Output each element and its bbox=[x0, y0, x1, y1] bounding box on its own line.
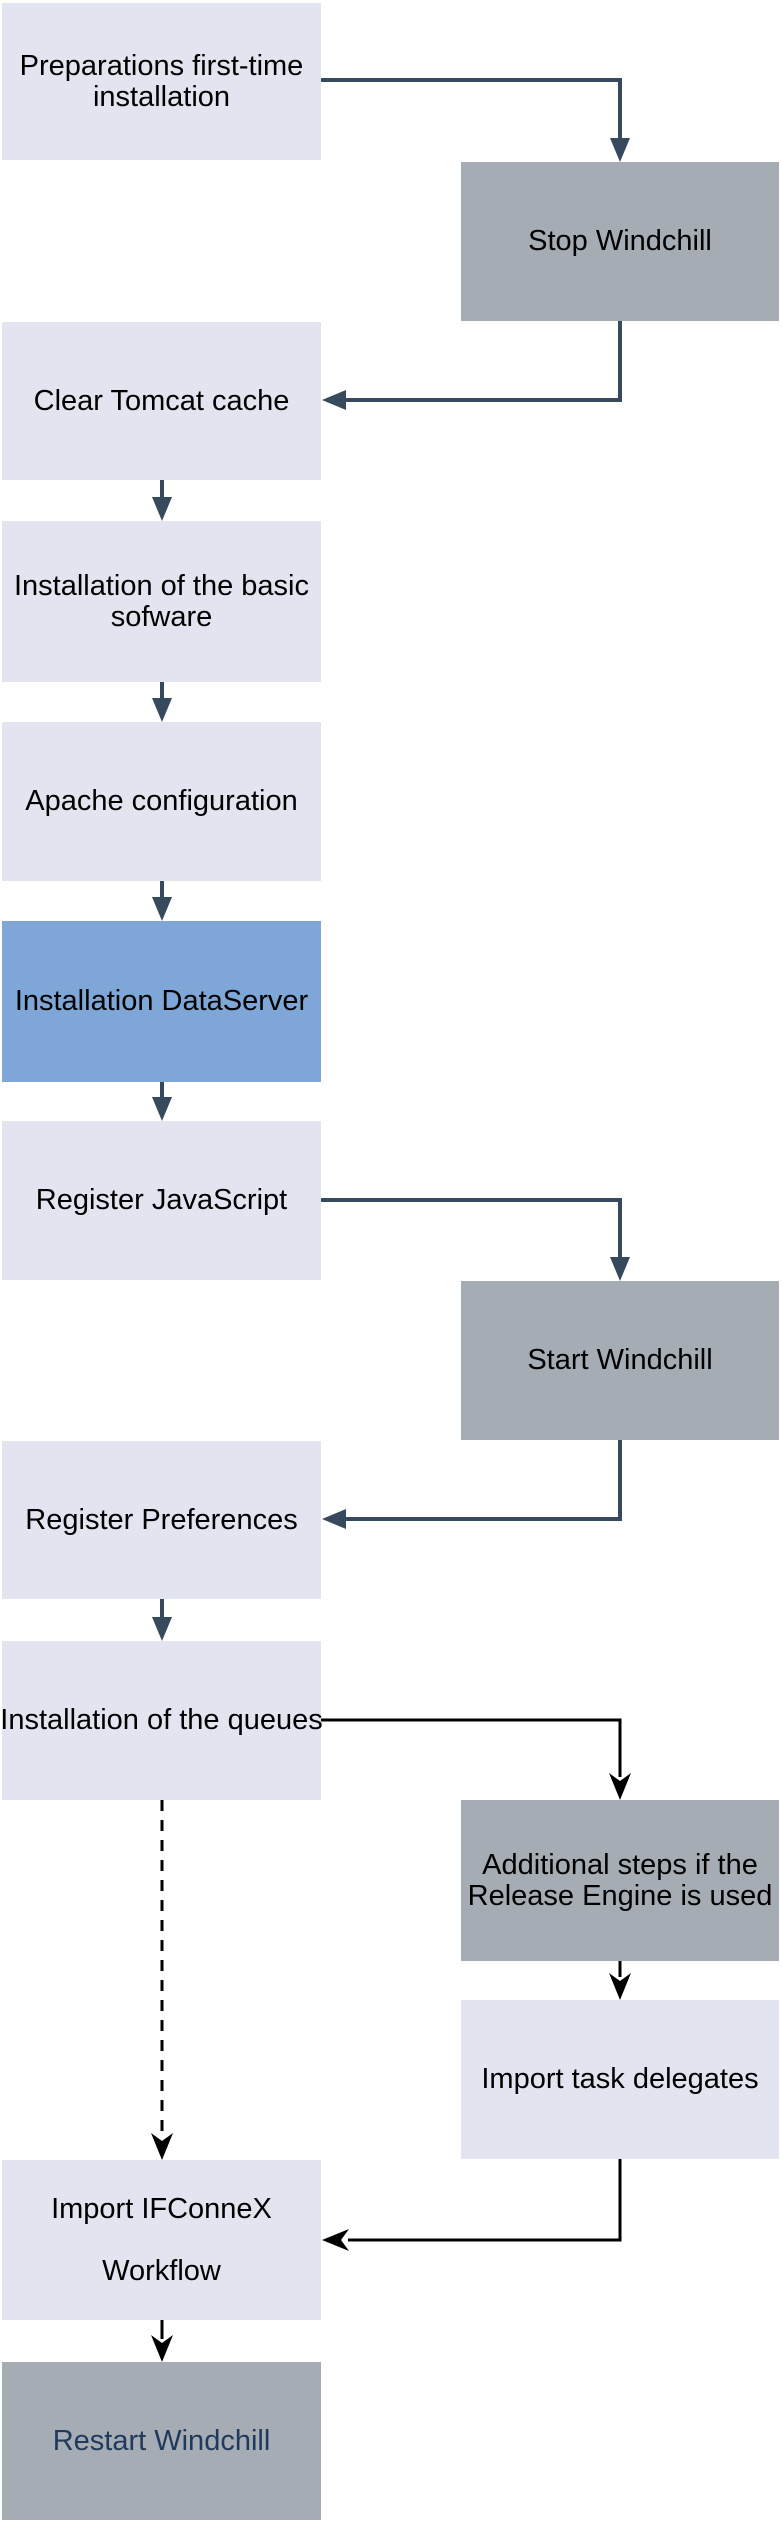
node-label: Stop Windchill bbox=[528, 225, 712, 257]
connector-dataserver-to-register-js bbox=[152, 1082, 172, 1121]
connector-ifconnex-to-restart-windchill bbox=[151, 2320, 173, 2362]
node-label: Register Preferences bbox=[25, 1503, 298, 1536]
connector-start-windchill-to-register-prefs bbox=[322, 1440, 622, 1529]
connector-preparations-to-stop-windchill bbox=[321, 78, 630, 162]
node-additional-steps-release-engine: Additional steps if the Release Engine i… bbox=[461, 1800, 779, 1961]
connector-apache-to-dataserver bbox=[152, 881, 172, 921]
connector-register-js-to-start-windchill bbox=[321, 1198, 630, 1281]
node-register-javascript: Register JavaScript bbox=[2, 1121, 321, 1280]
node-import-ifconnex-workflow: Import IFConneX Workflow bbox=[2, 2160, 321, 2320]
node-label: Import IFConneX Workflow bbox=[51, 2192, 272, 2287]
connector-basic-software-to-apache bbox=[152, 682, 172, 722]
connector-clear-tomcat-to-basic-software bbox=[152, 480, 172, 521]
node-start-windchill: Start Windchill bbox=[461, 1281, 779, 1440]
node-label: Clear Tomcat cache bbox=[33, 384, 290, 417]
node-label: Additional steps if the Release Engine i… bbox=[467, 1848, 773, 1912]
node-label: Apache configuration bbox=[25, 785, 298, 817]
node-restart-windchill: Restart Windchill bbox=[2, 2362, 321, 2520]
connector-stop-windchill-to-clear-tomcat bbox=[322, 321, 622, 410]
node-label: Installation of the basic sofware bbox=[13, 569, 309, 633]
node-register-preferences: Register Preferences bbox=[2, 1441, 321, 1599]
node-apache-configuration: Apache configuration bbox=[2, 722, 321, 881]
node-stop-windchill: Stop Windchill bbox=[461, 162, 779, 321]
connector-queues-to-release-engine bbox=[321, 1718, 631, 1800]
node-clear-tomcat-cache: Clear Tomcat cache bbox=[2, 322, 321, 480]
node-installation-basic-software: Installation of the basic sofware bbox=[2, 521, 321, 682]
node-import-task-delegates: Import task delegates bbox=[461, 2000, 779, 2159]
connector-queues-to-ifconnex-dashed bbox=[151, 1800, 173, 2160]
node-label: Start Windchill bbox=[527, 1344, 713, 1376]
node-preparations-first-time-installation: Preparations first-time installation bbox=[2, 3, 321, 160]
node-label: Installation DataServer bbox=[14, 985, 309, 1017]
connector-task-delegates-to-ifconnex bbox=[322, 2159, 622, 2251]
node-installation-of-the-queues: Installation of the queues bbox=[0, 1641, 323, 1800]
node-label: Preparations first-time installation bbox=[19, 49, 304, 113]
node-label: Restart Windchill bbox=[52, 2424, 271, 2457]
node-label: Register JavaScript bbox=[35, 1184, 288, 1216]
node-installation-dataserver: Installation DataServer bbox=[2, 921, 321, 1082]
node-label: Import task delegates bbox=[481, 2063, 759, 2095]
connector-release-engine-to-task-delegates bbox=[609, 1961, 631, 2000]
node-label: Installation of the queues bbox=[0, 1704, 323, 1736]
connector-register-prefs-to-queues bbox=[152, 1599, 172, 1641]
